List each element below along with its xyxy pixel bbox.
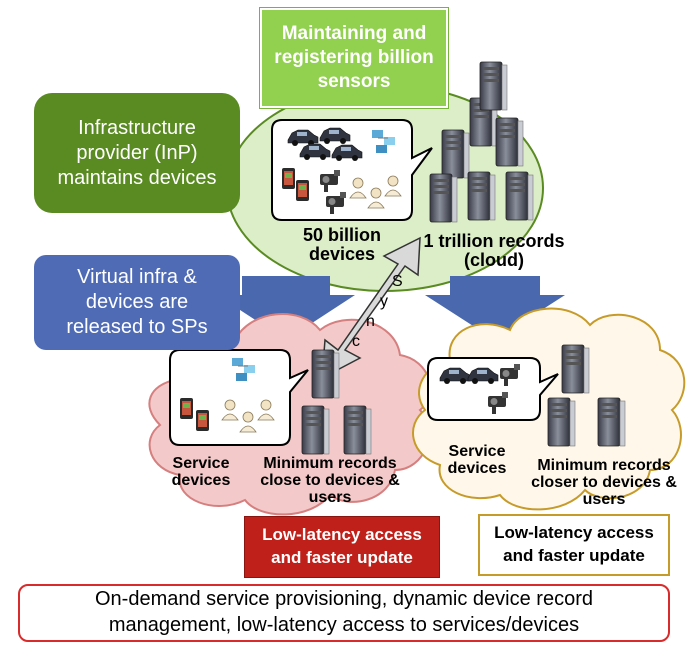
left-minimum-records-label: Minimum records close to devices & users	[260, 455, 400, 506]
right-service-devices-label: Service devices	[447, 443, 507, 477]
server-icon	[495, 117, 524, 167]
server-icon	[301, 405, 330, 455]
server-icon	[597, 397, 626, 447]
server-icon	[441, 129, 470, 179]
sync-letter: S	[392, 273, 403, 290]
virtual-infra-box: Virtual infra & devices are released to …	[34, 255, 240, 350]
server-icon	[547, 397, 576, 447]
right-low-latency-text: Low-latency access and faster update	[494, 523, 654, 565]
server-icon	[479, 61, 508, 111]
server-icon	[343, 405, 372, 455]
sync-letter: y	[380, 293, 388, 310]
sync-letter: n	[366, 313, 375, 330]
summary-text: On-demand service provisioning, dynamic …	[94, 588, 593, 636]
infrastructure-provider-text: Infrastructure provider (InP) maintains …	[57, 116, 217, 189]
server-icon	[505, 171, 534, 221]
phone-icon	[196, 410, 209, 431]
virtual-infra-text: Virtual infra & devices are released to …	[66, 266, 208, 338]
phone-icon	[296, 180, 309, 201]
sync-letter: c	[352, 333, 360, 350]
devices-count-label: 50 billion devices	[302, 225, 381, 264]
server-icon	[561, 344, 590, 394]
right-down-arrow	[425, 276, 565, 340]
records-count-label: 1 trillion records (cloud)	[423, 231, 565, 270]
phone-icon	[180, 398, 193, 419]
phone-icon	[282, 168, 295, 189]
left-service-devices-label: Service devices	[171, 455, 231, 489]
sensor-registration-text: Maintaining and registering billion sens…	[274, 23, 434, 92]
server-icon	[311, 349, 340, 399]
right-low-latency-box: Low-latency access and faster update	[478, 514, 670, 576]
left-low-latency-box: Low-latency access and faster update	[244, 516, 440, 578]
server-icon	[467, 171, 496, 221]
left-down-arrow	[217, 276, 355, 340]
sensor-registration-box: Maintaining and registering billion sens…	[259, 7, 449, 109]
infrastructure-provider-box: Infrastructure provider (InP) maintains …	[34, 93, 240, 213]
left-low-latency-text: Low-latency access and faster update	[262, 525, 422, 567]
server-icon	[429, 173, 458, 223]
right-minimum-records-label: Minimum records closer to devices & user…	[531, 457, 677, 508]
summary-box: On-demand service provisioning, dynamic …	[18, 584, 670, 642]
